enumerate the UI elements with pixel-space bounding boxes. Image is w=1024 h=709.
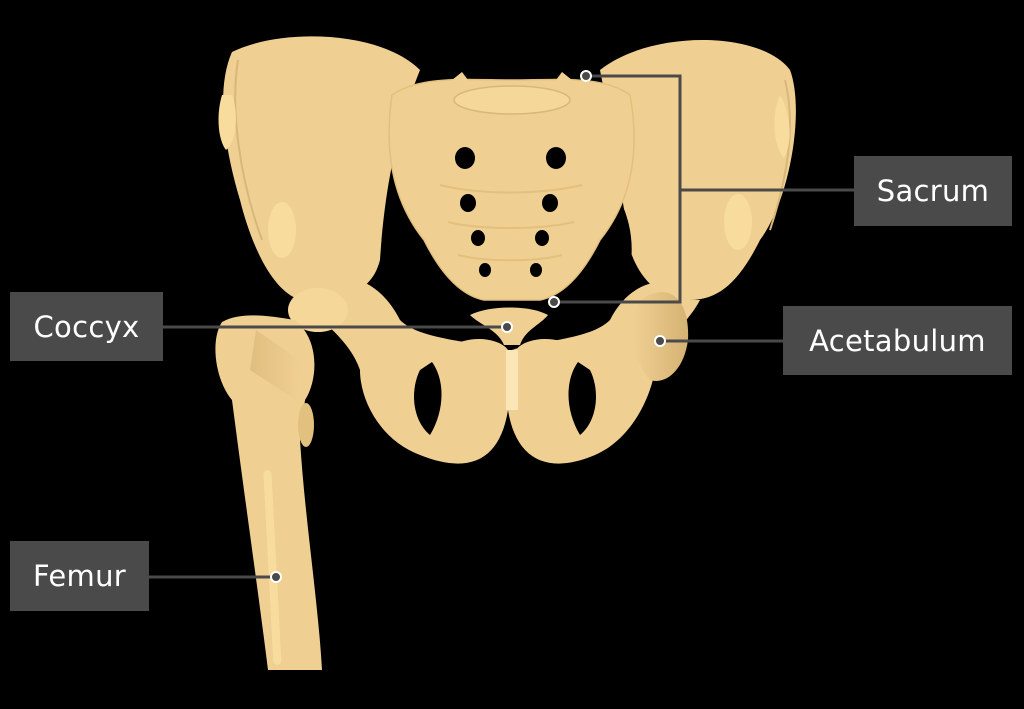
label-acetabulum-text: Acetabulum xyxy=(809,323,986,358)
label-acetabulum: Acetabulum xyxy=(783,306,1012,375)
sacrum-bone xyxy=(388,72,635,301)
sacrum-top-pin-icon xyxy=(580,70,592,82)
femur-bone xyxy=(215,288,348,670)
label-sacrum-text: Sacrum xyxy=(876,174,990,208)
label-coccyx: Coccyx xyxy=(10,292,163,361)
pins xyxy=(270,70,666,583)
sacral-foramina xyxy=(455,147,566,277)
acetabulum-pin-icon xyxy=(654,335,666,347)
pubic-symphysis xyxy=(455,338,569,410)
leader-lines xyxy=(148,74,855,579)
label-femur: Femur xyxy=(10,541,149,611)
sacrum-bottom-pin-icon xyxy=(548,296,560,308)
left-hip-bone xyxy=(218,36,508,464)
label-coccyx-text: Coccyx xyxy=(33,309,140,344)
label-femur-text: Femur xyxy=(33,559,126,593)
coccyx-pin-icon xyxy=(501,321,513,333)
pelvic-inlet xyxy=(388,200,632,339)
label-sacrum: Sacrum xyxy=(854,156,1012,226)
femur-pin-icon xyxy=(270,571,282,583)
